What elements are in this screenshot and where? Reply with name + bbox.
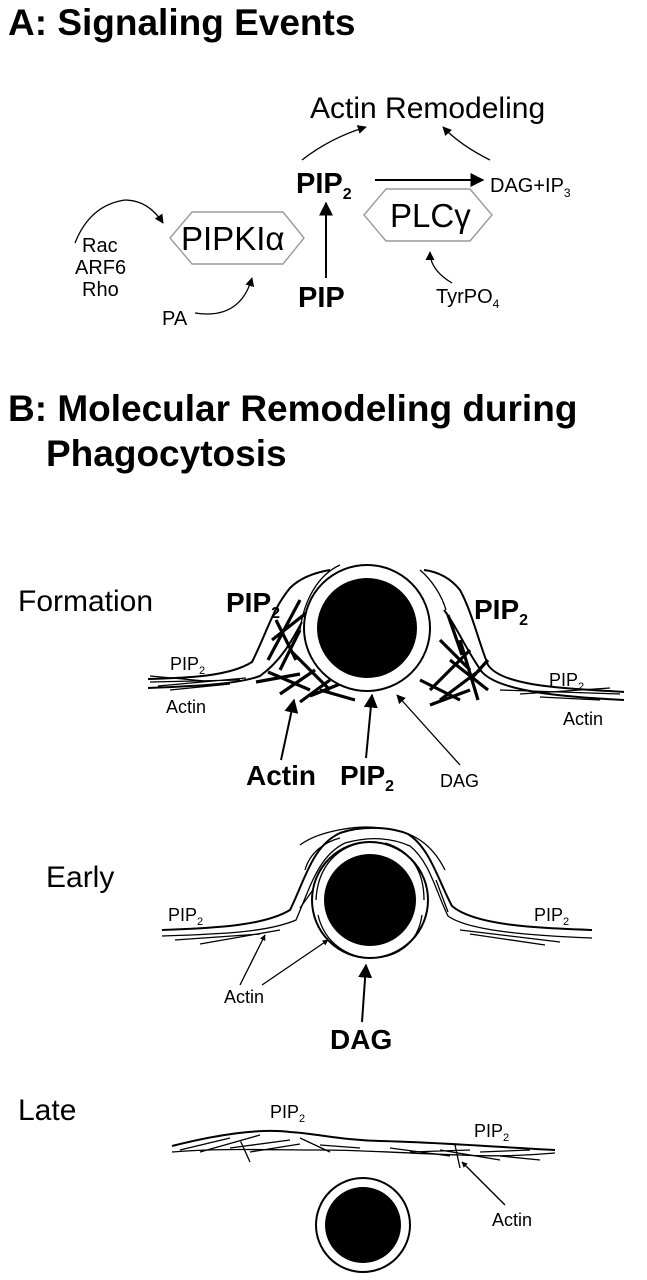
arrow-early-actin-right bbox=[261, 939, 329, 986]
late-label: Late bbox=[18, 1094, 76, 1127]
arrow-early-dag bbox=[358, 963, 373, 1023]
early-particle bbox=[324, 854, 416, 946]
pip2-label: PIP2 bbox=[296, 168, 352, 203]
formation-pip2-left-bold: PIP2 bbox=[226, 587, 280, 622]
formation-pip2-right-bold: PIP2 bbox=[474, 594, 528, 629]
rho-label: Rho bbox=[82, 279, 119, 301]
formation-actin-filaments-right bbox=[419, 614, 621, 707]
early-label: Early bbox=[46, 861, 114, 894]
arrow-rac-to-pipki bbox=[74, 199, 164, 244]
section-a-heading: A: Signaling Events bbox=[8, 2, 355, 43]
arrow-formation-dag bbox=[396, 694, 461, 766]
arrow-formation-pip2 bbox=[363, 693, 378, 759]
arrow-early-actin-left bbox=[239, 934, 266, 986]
section-b-heading-line2: Phagocytosis bbox=[46, 433, 287, 474]
tyrpo4-label: TyrPO4 bbox=[436, 286, 500, 311]
early-pip2-left: PIP2 bbox=[168, 905, 203, 928]
formation-actin-right: Actin bbox=[563, 709, 603, 729]
dag-ip3-label: DAG+IP3 bbox=[490, 175, 571, 200]
arrow-formation-actin bbox=[280, 698, 299, 761]
formation-particle bbox=[317, 578, 417, 678]
formation-pip2-right: PIP2 bbox=[549, 670, 584, 693]
formation-actin-left: Actin bbox=[166, 697, 206, 717]
arrow-pip2-to-actin-remodeling bbox=[301, 125, 367, 161]
rac-label: Rac bbox=[82, 235, 118, 257]
plc-label: PLCγ bbox=[390, 197, 471, 234]
late-particle bbox=[325, 1187, 401, 1263]
early-actin-label: Actin bbox=[224, 987, 264, 1007]
pa-label: PA bbox=[162, 308, 188, 330]
early-dag-label: DAG bbox=[330, 1024, 392, 1055]
pipki-label: PIPKIα bbox=[181, 220, 284, 257]
arrow-late-actin bbox=[461, 1161, 506, 1206]
formation-actin-bottom: Actin bbox=[246, 760, 316, 791]
formation-label: Formation bbox=[18, 585, 153, 618]
formation-dag-label: DAG bbox=[440, 771, 479, 791]
late-cell-membrane bbox=[171, 1129, 556, 1169]
arrow-dag-to-actin-remodeling bbox=[442, 126, 491, 161]
pip-label: PIP bbox=[298, 282, 345, 314]
arf6-label: ARF6 bbox=[75, 257, 126, 279]
actin-remodeling-label: Actin Remodeling bbox=[310, 92, 545, 125]
early-pip2-right: PIP2 bbox=[534, 905, 569, 928]
formation-actin-filaments-left bbox=[149, 599, 356, 704]
late-actin-label: Actin bbox=[492, 1210, 532, 1230]
plc-hexagon bbox=[363, 188, 493, 242]
arrow-tyrpo4-to-plc bbox=[425, 251, 453, 284]
early-cell-membrane bbox=[161, 826, 593, 946]
formation-pip2-left: PIP2 bbox=[170, 654, 205, 677]
early-phagosome-actin bbox=[315, 841, 425, 959]
late-pip2-right: PIP2 bbox=[474, 1121, 509, 1144]
section-b-heading-line1: B: Molecular Remodeling during bbox=[8, 388, 577, 429]
arrow-pa-to-pipki bbox=[194, 277, 255, 315]
formation-cell-membrane bbox=[147, 564, 625, 701]
formation-pip2-bottom: PIP2 bbox=[340, 760, 394, 795]
pipki-hexagon bbox=[169, 211, 305, 265]
late-pip2-left: PIP2 bbox=[270, 1102, 305, 1125]
